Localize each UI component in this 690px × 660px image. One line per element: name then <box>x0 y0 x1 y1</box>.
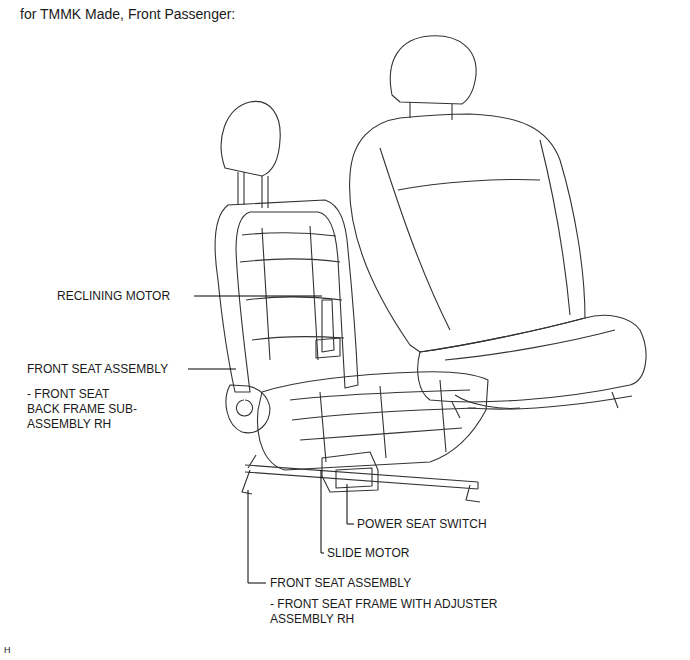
reclining-motor <box>316 300 340 358</box>
recliner-plate <box>226 385 270 433</box>
headrest <box>390 36 476 104</box>
adjuster-rail <box>242 455 480 502</box>
part-name: POWER SEAT SWITCH <box>357 517 487 532</box>
slide-motor-switch <box>322 452 378 492</box>
part-name: FRONT SEAT ASSEMBLY <box>27 362 168 377</box>
headrest-post <box>410 102 452 120</box>
cushion-frame <box>257 372 488 470</box>
complete-seat <box>350 36 646 418</box>
diagram-title: for TMMK Made, Front Passenger: <box>20 6 235 23</box>
leader-line <box>347 484 354 524</box>
seat-cushion <box>418 315 646 402</box>
rail <box>452 392 632 418</box>
seat-back <box>350 114 585 352</box>
part-name: RECLINING MOTOR <box>57 289 170 304</box>
leader-line <box>194 296 322 297</box>
part-name: FRONT SEAT ASSEMBLY <box>270 576 411 591</box>
part-name: SLIDE MOTOR <box>327 546 409 561</box>
cushion-seam <box>445 330 615 408</box>
cushion-springs <box>290 380 476 462</box>
headrest-post <box>238 172 268 208</box>
leader-line <box>321 470 324 553</box>
part-sub-name: - FRONT SEAT BACK FRAME SUB-ASSEMBLY RH <box>27 387 139 432</box>
back-wires <box>240 226 344 360</box>
figure-code: H <box>4 645 11 656</box>
seat-back-seam <box>380 140 570 330</box>
leader-line <box>248 490 266 583</box>
leader-line <box>188 369 236 370</box>
part-sub-name: - FRONT SEAT FRAME WITH ADJUSTER ASSEMBL… <box>270 597 560 627</box>
leader-lines <box>188 296 354 583</box>
headrest <box>221 101 280 176</box>
seat-frame <box>215 101 488 502</box>
